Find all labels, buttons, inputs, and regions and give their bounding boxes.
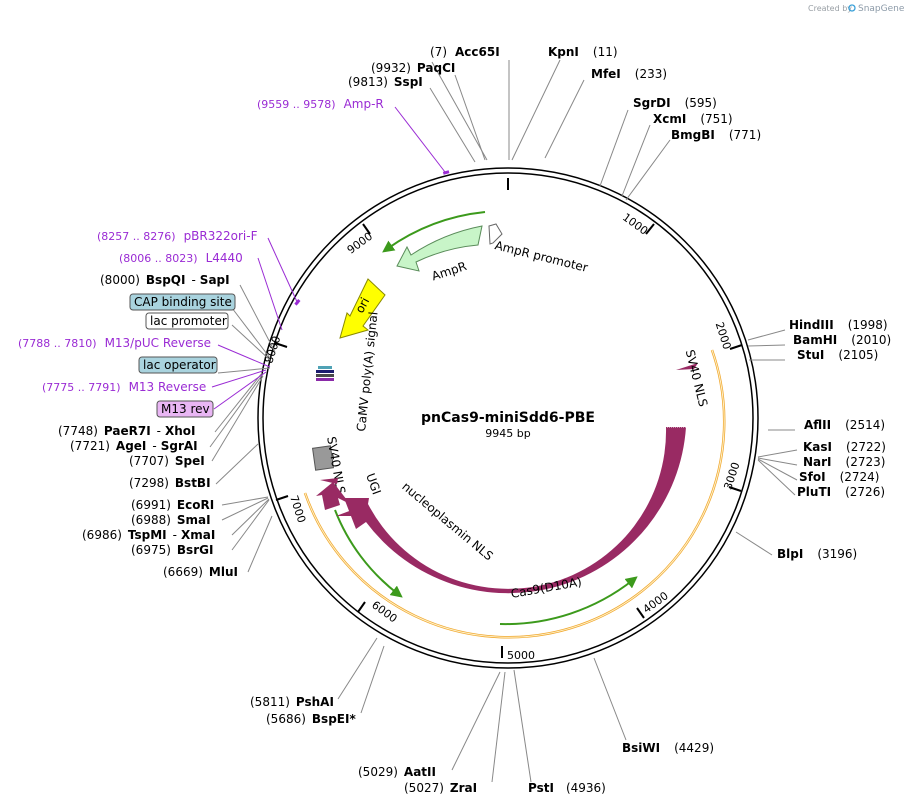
- enzyme-bamhi[interactable]: BamHI(2010): [793, 333, 891, 347]
- enzyme-paqci[interactable]: (9932)PaqCI: [371, 61, 455, 75]
- enzyme-sgrdi[interactable]: SgrDI(595): [633, 96, 717, 110]
- boxed-feature-labels: CAP binding site lac promoter lac operat…: [129, 293, 236, 418]
- primer-amp-r-mark: [442, 170, 450, 175]
- snapgene-logo[interactable]: SnapGene: [858, 4, 905, 14]
- cas9-feature[interactable]: [344, 426, 686, 594]
- enzyme-zrai[interactable]: (5027)ZraI: [404, 781, 477, 795]
- tick-label-8000: 8000: [262, 334, 283, 365]
- enzyme-bspqi[interactable]: (8000)BspQI-SapI: [100, 273, 230, 287]
- green-arrow-left: [334, 509, 403, 598]
- green-arrow-ampr: [382, 211, 486, 253]
- primer-pbr322ori-f[interactable]: (8257 .. 8276)pBR322ori-F: [97, 229, 258, 243]
- m13-rev-box[interactable]: [156, 400, 214, 418]
- ampr-feature[interactable]: AmpR AmpR promoter: [396, 223, 589, 283]
- lac-promoter-label: lac promoter: [150, 314, 227, 328]
- green-arrow-inner-cas9: [499, 576, 638, 626]
- m13-rev-label: M13 rev: [161, 402, 210, 416]
- tick-label-3000: 3000: [721, 461, 742, 492]
- primer-labels: (9559 .. 9578)Amp-R (8257 .. 8276)pBR322…: [18, 97, 384, 394]
- plasmid-name: pnCas9-miniSdd6-PBE: [421, 410, 595, 426]
- camv-polya-feature[interactable]: [311, 445, 335, 471]
- plasmid-length: 9945 bp: [485, 427, 530, 440]
- enzyme-labels-right: (7)Acc65I KpnI(11) (9932)PaqCI MfeI(233)…: [250, 45, 891, 795]
- enzyme-sspi[interactable]: (9813)SspI: [348, 75, 423, 89]
- enzyme-aatii[interactable]: (5029)AatII: [358, 765, 436, 779]
- enzyme-psti[interactable]: PstI(4936): [528, 781, 606, 795]
- primer-pbr322ori-f-mark: [294, 299, 301, 306]
- tick-label-2000: 2000: [713, 320, 734, 351]
- ori-label: ori: [353, 295, 373, 315]
- enzyme-bmgbi[interactable]: BmgBI(771): [671, 128, 761, 142]
- enzyme-mlui[interactable]: (6669)MluI: [163, 565, 238, 579]
- ori-feature[interactable]: ori: [339, 278, 386, 339]
- enzyme-bsiwi[interactable]: BsiWI(4429): [622, 741, 714, 755]
- enzyme-paer7i[interactable]: (7748)PaeR7I-XhoI: [58, 424, 196, 438]
- nucleoplasmin-label: nucleoplasmin NLS: [399, 479, 495, 563]
- lac-operator-label: lac operator: [143, 358, 216, 372]
- cas9-region-arc-inner: [304, 349, 725, 638]
- enzyme-hindiii[interactable]: HindIII(1998): [789, 318, 888, 332]
- lac-operator-box[interactable]: [138, 356, 218, 374]
- leader-lines: [209, 59, 798, 783]
- enzyme-pluti[interactable]: PluTI(2726): [797, 485, 885, 499]
- ugi-label: UGI: [363, 471, 384, 496]
- ticks: [274, 178, 743, 658]
- credit-text: Created by: [808, 4, 852, 13]
- sv40-nls-right-feature[interactable]: [676, 363, 698, 370]
- cas9-arrow[interactable]: [344, 427, 686, 594]
- tick-label-7000: 7000: [287, 494, 308, 525]
- cap-binding-site-label: CAP binding site: [134, 295, 232, 309]
- lac-cluster: [316, 366, 334, 381]
- enzyme-labels-left: (8000)BspQI-SapI (7748)PaeR7I-XhoI (7721…: [58, 273, 238, 579]
- nucleoplasmin-nls-feature[interactable]: [336, 510, 354, 516]
- tick-label-6000: 6000: [369, 598, 399, 625]
- enzyme-tspmi[interactable]: (6986)TspMI-XmaI: [82, 528, 215, 542]
- ampr-promoter-label: AmpR promoter: [493, 238, 589, 275]
- enzyme-bspei[interactable]: (5686)BspEI*: [266, 712, 356, 726]
- primer-m13-puc-reverse[interactable]: (7788 .. 7810)M13/pUC Reverse: [18, 336, 211, 350]
- enzyme-spei[interactable]: (7707)SpeI: [129, 454, 205, 468]
- enzyme-blpi[interactable]: BlpI(3196): [777, 547, 857, 561]
- primer-l4440[interactable]: (8006 .. 8023)L4440: [119, 251, 243, 265]
- enzyme-xcmi[interactable]: XcmI(751): [653, 112, 733, 126]
- enzyme-bsrgi[interactable]: (6975)BsrGI: [131, 543, 213, 557]
- ampr-label: AmpR: [430, 259, 468, 283]
- enzyme-acc65i[interactable]: (7)Acc65I: [430, 45, 500, 59]
- enzyme-agei[interactable]: (7721)AgeI-SgrAI: [70, 439, 198, 453]
- cap-binding-site-box[interactable]: [129, 293, 236, 311]
- tick-label-5000: 5000: [507, 649, 535, 662]
- enzyme-pshai[interactable]: (5811)PshAI: [250, 695, 334, 709]
- snapgene-logo-icon: [848, 4, 856, 12]
- cas9-label: Cas9(D10A): [510, 575, 583, 601]
- enzyme-sfoi[interactable]: SfoI(2724): [799, 470, 879, 484]
- primer-amp-r[interactable]: (9559 .. 9578)Amp-R: [257, 97, 384, 111]
- sv40-nls-left-feature[interactable]: [320, 478, 338, 484]
- enzyme-ecori[interactable]: (6991)EcoRI: [131, 498, 214, 512]
- enzyme-kasi[interactable]: KasI(2722): [803, 440, 886, 454]
- enzyme-stui[interactable]: StuI(2105): [797, 348, 878, 362]
- enzyme-bstbi[interactable]: (7298)BstBI: [129, 476, 211, 490]
- ampr-promoter-arrow[interactable]: [488, 223, 503, 245]
- enzyme-nari[interactable]: NarI(2723): [803, 455, 885, 469]
- lac-promoter-box[interactable]: [145, 312, 229, 330]
- ori-arrow[interactable]: [339, 278, 386, 339]
- ugi-arrow[interactable]: [316, 482, 350, 510]
- primer-m13-reverse[interactable]: (7775 .. 7791)M13 Reverse: [42, 380, 206, 394]
- backbone: [257, 167, 759, 669]
- enzyme-kpni[interactable]: KpnI(11): [548, 45, 618, 59]
- sv40-nls-right-label: SV40 NLS: [683, 348, 711, 408]
- ampr-arrow[interactable]: [396, 225, 483, 272]
- primer-leader-lines: [211, 106, 446, 410]
- enzyme-smai[interactable]: (6988)SmaI: [131, 513, 211, 527]
- enzyme-aflii[interactable]: AflII(2514): [804, 418, 885, 432]
- enzyme-mfei[interactable]: MfeI(233): [591, 67, 667, 81]
- tick-label-9000: 9000: [345, 230, 375, 257]
